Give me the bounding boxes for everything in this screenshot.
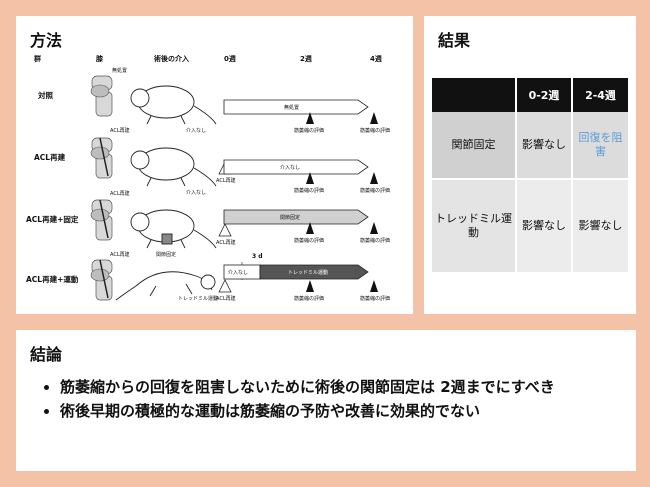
mouse-note: トレッドミル運動 bbox=[178, 295, 218, 302]
cell-week2-4: 影響なし bbox=[571, 178, 628, 272]
eval-marker-week2 bbox=[306, 172, 314, 184]
row-acl-fixation: ACL再建+固定 ACL再建 関節固定 ACL再建 関節固定 筋萎縮の評価 bbox=[26, 190, 390, 258]
method-panel: 方法 群 膝 術後の介入 0週 2週 4週 対照 無処置 介入なし 無 bbox=[16, 16, 413, 314]
timeline-bar bbox=[223, 159, 369, 175]
timeline-bar-label: 無処置 bbox=[284, 104, 299, 111]
table-header-empty bbox=[432, 78, 516, 112]
knee-note: ACL再建 bbox=[110, 190, 130, 197]
col-head-intervention: 術後の介入 bbox=[153, 54, 189, 63]
timeline-bar bbox=[223, 99, 369, 115]
eval-marker-week2 bbox=[306, 280, 314, 292]
conclusion-item: 筋萎縮からの回復を阻害しないために術後の関節固定は 2週までにすべき bbox=[60, 378, 630, 397]
method-title: 方法 bbox=[30, 31, 63, 50]
row-label: ACL再建+固定 bbox=[26, 214, 79, 224]
conclusion-panel: 結論 筋萎縮からの回復を阻害しないために術後の関節固定は 2週までにすべき 術後… bbox=[16, 330, 636, 471]
eval-label-week4: 筋萎縮の評価 bbox=[360, 187, 390, 194]
method-diagram: 群 膝 術後の介入 0週 2週 4週 対照 無処置 介入なし 無処置 bbox=[26, 54, 390, 302]
eval-marker-week4 bbox=[370, 280, 378, 292]
timeline-bar bbox=[259, 264, 369, 280]
row-label: 対照 bbox=[37, 90, 53, 100]
timeline-bar-label: トレッドミル運動 bbox=[288, 269, 328, 276]
knee-note: ACL再建 bbox=[110, 127, 130, 134]
eval-marker-week2 bbox=[306, 222, 314, 234]
mouse-note: 関節固定 bbox=[156, 251, 176, 258]
cell-week0-2: 影響なし bbox=[515, 112, 572, 179]
table-header-week0-2: 0-2週 bbox=[515, 78, 572, 112]
row-acl: ACL再建 ACL再建 介入なし ACL再建 介入なし 筋萎縮の評価 筋 bbox=[34, 127, 390, 196]
knee-note: 無処置 bbox=[112, 67, 127, 74]
start-marker bbox=[218, 223, 232, 237]
row-label: トレッドミル運動 bbox=[432, 178, 516, 272]
knee-note: ACL再建 bbox=[110, 251, 130, 258]
col-head-week0: 0週 bbox=[224, 54, 236, 63]
table-header-week2-4: 2-4週 bbox=[571, 78, 628, 112]
col-head-week2: 2週 bbox=[300, 54, 312, 63]
knee-illustration bbox=[90, 259, 113, 301]
knee-illustration bbox=[90, 75, 113, 117]
col-head-knee: 膝 bbox=[96, 54, 104, 63]
mouse-illustration bbox=[130, 85, 217, 125]
results-title: 結果 bbox=[438, 31, 471, 50]
eval-label-week4: 筋萎縮の評価 bbox=[360, 295, 390, 302]
results-table: 0-2週 2-4週 関節固定 影響なし 回復を阻害 トレッドミル運動 影響なし … bbox=[432, 78, 628, 272]
mouse-note: 介入なし bbox=[186, 127, 206, 134]
timeline-bar-pre-label: 介入なし bbox=[228, 269, 248, 276]
cell-week0-2: 影響なし bbox=[515, 178, 572, 272]
mouse-note: 介入なし bbox=[186, 189, 206, 196]
eval-label-week2: 筋萎縮の評価 bbox=[294, 187, 324, 194]
knee-illustration bbox=[90, 137, 113, 179]
col-head-week4: 4週 bbox=[370, 54, 382, 63]
eval-marker-week4 bbox=[370, 172, 378, 184]
eval-label-week4: 筋萎縮の評価 bbox=[360, 237, 390, 244]
row-label: ACL再建+運動 bbox=[26, 274, 79, 284]
start-label: ACL再建 bbox=[216, 295, 236, 302]
eval-marker-week2 bbox=[306, 112, 314, 124]
row-label: ACL再建 bbox=[34, 152, 66, 162]
eval-marker-week4 bbox=[370, 112, 378, 124]
timeline-bar bbox=[223, 209, 369, 225]
results-panel: 結果 0-2週 2-4週 関節固定 影響なし 回復を阻害 トレッドミル運動 影響… bbox=[424, 16, 636, 314]
eval-label-week2: 筋萎縮の評価 bbox=[294, 237, 324, 244]
row-acl-exercise: ACL再建+運動 ACL再建 トレッドミル運動 3 d ACL再建 介入なし bbox=[26, 251, 390, 302]
table-row: 関節固定 影響なし 回復を阻害 bbox=[432, 112, 628, 179]
row-control: 対照 無処置 介入なし 無処置 筋萎縮の評価 筋萎縮の評価 bbox=[37, 67, 390, 134]
start-marker bbox=[218, 279, 232, 293]
span-label: 3 d bbox=[252, 253, 263, 260]
col-head-group: 群 bbox=[34, 54, 41, 63]
table-row: トレッドミル運動 影響なし 影響なし bbox=[432, 178, 628, 272]
row-label: 関節固定 bbox=[432, 112, 516, 179]
table-header-row: 0-2週 2-4週 bbox=[432, 78, 628, 112]
cell-week2-4: 回復を阻害 bbox=[571, 112, 628, 179]
timeline-bar-label: 関節固定 bbox=[280, 214, 300, 221]
mouse-illustration bbox=[115, 271, 216, 301]
eval-label-week4: 筋萎縮の評価 bbox=[360, 127, 390, 134]
start-label: ACL再建 bbox=[216, 177, 236, 184]
eval-label-week2: 筋萎縮の評価 bbox=[294, 127, 324, 134]
conclusion-title: 結論 bbox=[30, 345, 63, 364]
conclusion-list: 筋萎縮からの回復を阻害しないために術後の関節固定は 2週までにすべき 術後早期の… bbox=[30, 378, 630, 426]
eval-label-week2: 筋萎縮の評価 bbox=[294, 295, 324, 302]
eval-marker-week4 bbox=[370, 222, 378, 234]
knee-illustration bbox=[90, 199, 113, 241]
conclusion-item: 術後早期の積極的な運動は筋萎縮の予防や改善に効果的でない bbox=[60, 402, 630, 421]
timeline-bar-label: 介入なし bbox=[280, 164, 300, 171]
start-label: ACL再建 bbox=[216, 239, 236, 246]
mouse-illustration bbox=[130, 147, 217, 187]
mouse-illustration bbox=[130, 209, 217, 249]
